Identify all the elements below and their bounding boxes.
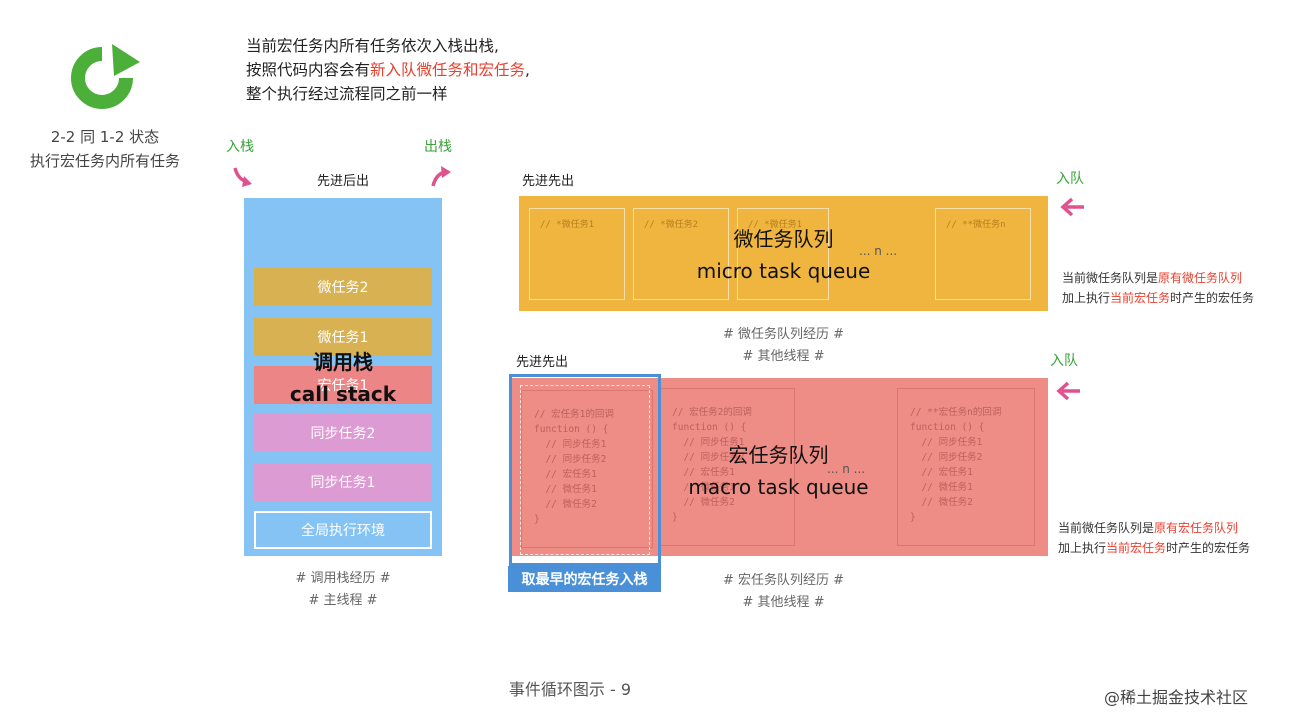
earliest-macro-dashed-box: [520, 385, 650, 555]
stack-footnote: # 调用栈经历 # # 主线程 #: [244, 568, 442, 612]
macro-note-line-1-highlight: 原有宏任务队列: [1154, 521, 1239, 535]
status-line-1: 2-2 同 1-2 状态: [50, 128, 160, 146]
stack-order-label: 先进后出: [316, 174, 369, 189]
micro-slot-1: // *微任务1: [529, 208, 625, 300]
figure-caption: 事件循环图示 - 9: [508, 680, 632, 699]
stack-item-micro-1: 微任务1: [254, 318, 432, 356]
macro-slot-2: // 宏任务2的回调 function () { // 同步任务1 // 同步任…: [659, 388, 795, 546]
macro-ellipsis: ... n ...: [827, 462, 866, 476]
micro-enqueue-label: 入队: [1056, 171, 1084, 187]
earliest-macro-highlight: [509, 374, 661, 566]
stack-title-cn: 调用栈: [313, 350, 373, 374]
status-text: 2-2 同 1-2 状态 执行宏任务内所有任务: [10, 125, 200, 173]
micro-note-line-2-highlight: 当前宏任务: [1110, 291, 1171, 305]
micro-order-label: 先进先出: [522, 174, 575, 189]
micro-slot-3: // *微任务1: [737, 208, 829, 300]
status-line-2: 执行宏任务内所有任务: [29, 152, 180, 170]
micro-title-en: micro task queue: [696, 259, 871, 283]
stack-foot-1: # 调用栈经历 #: [295, 571, 391, 586]
macro-note: 当前微任务队列是原有宏任务队列 加上执行当前宏任务时产生的宏任务: [1058, 518, 1250, 558]
micro-slot-2: // *微任务2: [633, 208, 729, 300]
push-label: 入栈: [226, 139, 254, 155]
macro-note-line-2-end: 时产生的宏任务: [1166, 541, 1251, 555]
micro-note-line-2-start: 加上执行: [1062, 291, 1111, 305]
micro-note-line-1-highlight: 原有微任务队列: [1158, 271, 1243, 285]
micro-task-queue: // *微任务1 // *微任务2 // *微任务1 // **微任务n ...…: [519, 196, 1048, 311]
macro-order-label: 先进先出: [516, 355, 569, 370]
macro-foot-1: # 宏任务队列经历 #: [722, 573, 845, 588]
stack-item-micro-2: 微任务2: [254, 268, 432, 306]
macro-enqueue-arrow-icon: [1054, 380, 1082, 406]
micro-note-line-1: 当前微任务队列是原有微任务队列: [1062, 268, 1254, 288]
macro-note-line-1-start: 当前微任务队列是: [1058, 521, 1155, 535]
macro-title-cn: 宏任务队列: [728, 443, 829, 467]
macro-note-line-2-start: 加上执行: [1058, 541, 1107, 555]
macro-note-line-1: 当前微任务队列是原有宏任务队列: [1058, 518, 1250, 538]
micro-note-line-2-end: 时产生的宏任务: [1170, 291, 1255, 305]
description-line-2: 按照代码内容会有新入队微任务和宏任务,: [246, 58, 530, 82]
macro-task-queue: // 宏任务1的回调 function () { // 同步任务1 // 同步任…: [509, 378, 1048, 556]
macro-slot-n: // **宏任务n的回调 function () { // 同步任务1 // 同…: [897, 388, 1035, 546]
micro-enqueue-arrow-icon: [1058, 196, 1086, 222]
description-highlight: 新入队微任务和宏任务: [370, 61, 526, 79]
micro-title-cn: 微任务队列: [733, 227, 834, 251]
macro-enqueue-label: 入队: [1050, 353, 1078, 369]
description-line-2-end: ,: [525, 61, 530, 79]
macro-foot-2: # 其他线程 #: [742, 595, 825, 610]
micro-ellipsis: ... n ...: [859, 244, 898, 258]
call-stack: 微任务2 微任务1 宏任务1 同步任务2 同步任务1 全局执行环境 调用栈 ca…: [244, 198, 442, 556]
micro-note: 当前微任务队列是原有微任务队列 加上执行当前宏任务时产生的宏任务: [1062, 268, 1254, 308]
micro-slot-n: // **微任务n: [935, 208, 1031, 300]
micro-footnote: # 微任务队列经历 # # 其他线程 #: [519, 324, 1048, 368]
stack-title-en: call stack: [289, 382, 397, 406]
take-earliest-label: 取最早的宏任务入栈: [508, 566, 661, 592]
macro-footnote: # 宏任务队列经历 # # 其他线程 #: [509, 570, 1058, 614]
watermark: @稀土掘金技术社区: [1104, 688, 1249, 707]
micro-note-line-2: 加上执行当前宏任务时产生的宏任务: [1062, 288, 1254, 308]
stack-foot-2: # 主线程 #: [308, 593, 378, 608]
description-line-2-start: 按照代码内容会有: [246, 61, 371, 79]
macro-note-line-2-highlight: 当前宏任务: [1106, 541, 1167, 555]
micro-foot-2: # 其他线程 #: [742, 349, 825, 364]
stack-item-macro-1: 宏任务1: [254, 366, 432, 404]
macro-note-line-2: 加上执行当前宏任务时产生的宏任务: [1058, 538, 1250, 558]
push-arrow-icon: [230, 164, 256, 194]
refresh-icon: [60, 40, 144, 116]
micro-foot-1: # 微任务队列经历 #: [722, 327, 845, 342]
description: 当前宏任务内所有任务依次入栈出栈, 按照代码内容会有新入队微任务和宏任务, 整个…: [246, 34, 530, 106]
stack-item-global: 全局执行环境: [254, 511, 432, 549]
description-line-1: 当前宏任务内所有任务依次入栈出栈,: [246, 37, 499, 55]
description-line-3: 整个执行经过流程同之前一样: [246, 85, 448, 103]
macro-slot-1: // 宏任务1的回调 function () { // 同步任务1 // 同步任…: [521, 390, 653, 548]
macro-title-en: macro task queue: [688, 475, 869, 499]
pop-label: 出栈: [424, 139, 452, 155]
micro-note-line-1-start: 当前微任务队列是: [1062, 271, 1159, 285]
stack-item-sync-1: 同步任务1: [254, 463, 432, 501]
pop-arrow-icon: [428, 164, 454, 194]
stack-item-sync-2: 同步任务2: [254, 414, 432, 452]
